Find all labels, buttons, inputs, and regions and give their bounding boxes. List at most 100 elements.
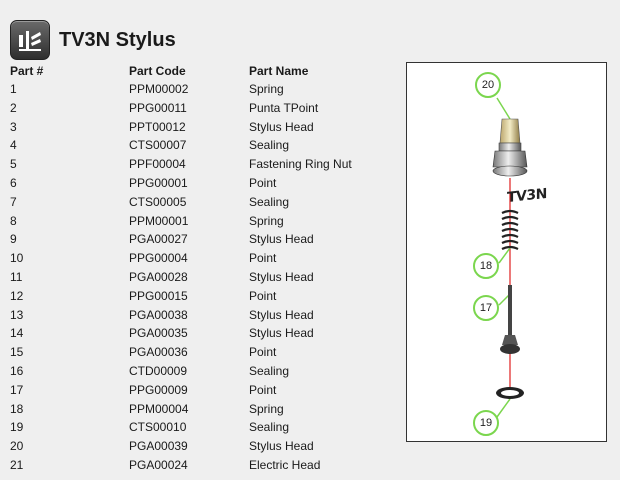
part-code-cell: PGA00024 (129, 457, 188, 472)
table-row: 1 PPM00002 Spring (10, 80, 400, 99)
table-row: 17 PPG00009 Point (10, 381, 400, 400)
part-code-cell: PPM00001 (129, 213, 189, 228)
part-name-cell: Point (249, 382, 277, 397)
callout-20: 20 (475, 72, 501, 98)
part-name-cell: Sealing (249, 363, 290, 378)
col-header-part-name: Part Name (249, 64, 309, 78)
exploded-view-diagram: TV3N 20 18 17 19 (406, 62, 607, 442)
table-row: 5 PPF00004 Fastening Ring Nut (10, 155, 400, 174)
table-row: 7 CTS00005 Sealing (10, 193, 400, 212)
part-number-cell: 10 (10, 251, 24, 266)
table-row: 9 PGA00027 Stylus Head (10, 230, 400, 249)
part-name-cell: Point (249, 345, 277, 360)
table-row: 10 PPG00004 Point (10, 249, 400, 268)
part-code-cell: PPF00004 (129, 157, 186, 172)
part-name-cell: Spring (249, 82, 284, 96)
part-code-cell: PPM00002 (129, 82, 189, 96)
part-code-cell: PPM00004 (129, 401, 189, 416)
part-17-point (500, 285, 520, 354)
part-name-cell: Point (249, 251, 277, 266)
part-name-cell: Point (249, 175, 277, 190)
part-code-cell: CTS00007 (129, 138, 187, 153)
page-header: TV3N Stylus (10, 20, 176, 60)
table-row: 6 PPG00001 Point (10, 174, 400, 193)
part-code-cell: PPG00001 (129, 175, 188, 190)
part-name-cell: Stylus Head (249, 439, 314, 454)
part-code-cell: CTS00010 (129, 420, 187, 435)
col-header-part-no: Part # (10, 64, 44, 78)
part-18-spring (501, 209, 519, 250)
table-row: 2 PPG00011 Punta TPoint (10, 99, 400, 118)
part-code-cell: PPG00004 (129, 251, 188, 266)
part-number-cell: 8 (10, 213, 17, 228)
part-number-cell: 5 (10, 157, 17, 172)
part-number-cell: 11 (10, 269, 23, 284)
table-row: 16 CTD00009 Sealing (10, 362, 400, 381)
part-number-cell: 4 (10, 138, 17, 153)
part-number-cell: 2 (10, 100, 17, 115)
page-title: TV3N Stylus (59, 28, 176, 51)
part-name-cell: Spring (249, 213, 284, 228)
part-code-cell: PPG00011 (129, 100, 187, 115)
table-row: 19 CTS00010 Sealing (10, 418, 400, 437)
part-19-sealing (496, 387, 524, 399)
part-code-cell: PGA00039 (129, 439, 188, 454)
table-row: 13 PGA00038 Stylus Head (10, 306, 400, 325)
part-code-cell: PPT00012 (129, 119, 186, 134)
part-code-cell: PGA00027 (129, 232, 188, 247)
leader-18 (498, 247, 511, 264)
part-code-cell: CTD00009 (129, 363, 188, 378)
part-name-cell: Stylus Head (249, 326, 314, 341)
part-number-cell: 18 (10, 401, 24, 416)
part-number-cell: 21 (10, 457, 24, 472)
callout-19: 19 (473, 410, 499, 436)
part-name-cell: Punta TPoint (249, 100, 319, 115)
leader-20 (496, 97, 511, 120)
part-number-cell: 13 (10, 307, 24, 322)
part-number-cell: 19 (10, 420, 24, 435)
part-number-cell: 20 (10, 439, 24, 454)
stylus-app-icon (10, 20, 50, 60)
part-number-cell: 3 (10, 119, 17, 134)
leader-17 (498, 294, 510, 306)
part-number-cell: 9 (10, 232, 17, 247)
callout-17: 17 (473, 295, 499, 321)
table-header: Part # Part Code Part Name (10, 62, 400, 80)
part-name-cell: Sealing (249, 420, 290, 435)
table-row: 8 PPM00001 Spring (10, 212, 400, 231)
part-code-cell: PGA00036 (129, 345, 188, 360)
part-number-cell: 17 (10, 382, 24, 397)
part-code-cell: PPG00009 (129, 382, 188, 397)
part-number-cell: 16 (10, 363, 24, 378)
part-name-cell: Stylus Head (249, 269, 314, 284)
part-name-cell: Sealing (249, 194, 290, 209)
table-row: 14 PGA00035 Stylus Head (10, 324, 400, 343)
part-name-cell: Point (249, 288, 277, 303)
part-number-cell: 1 (10, 82, 17, 96)
part-number-cell: 12 (10, 288, 24, 303)
callout-18: 18 (473, 253, 499, 279)
table-row: 12 PPG00015 Point (10, 287, 400, 306)
part-number-cell: 7 (10, 194, 17, 209)
part-number-cell: 15 (10, 345, 24, 360)
part-code-cell: PPG00015 (129, 288, 188, 303)
part-20-stylus-head (492, 118, 528, 177)
part-number-cell: 6 (10, 175, 17, 190)
table-row: 11 PGA00028 Stylus Head (10, 268, 400, 287)
table-row: 15 PGA00036 Point (10, 343, 400, 362)
leader-19 (496, 398, 511, 418)
part-name-cell: Stylus Head (249, 232, 314, 247)
part-code-cell: PGA00038 (129, 307, 188, 322)
part-code-cell: CTS00005 (129, 194, 187, 209)
part-code-cell: PGA00035 (129, 326, 188, 341)
part-name-cell: Fastening Ring Nut (249, 157, 352, 172)
table-row: 20 PGA00039 Stylus Head (10, 437, 400, 456)
part-number-cell: 14 (10, 326, 24, 341)
part-code-cell: PGA00028 (129, 269, 188, 284)
part-name-cell: Stylus Head (249, 307, 314, 322)
